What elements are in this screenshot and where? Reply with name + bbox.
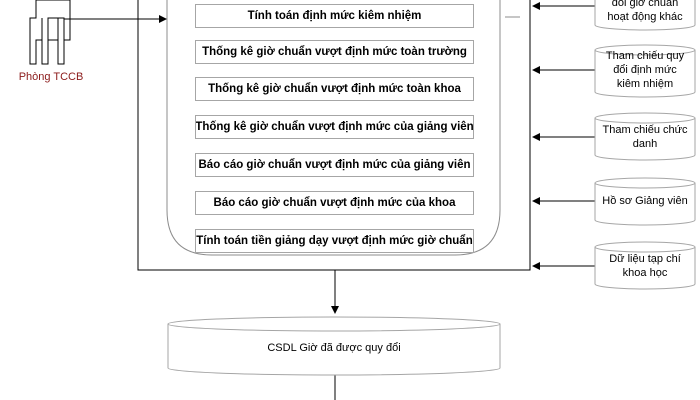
data-source-label-3: Tham chiếu chức danh: [597, 122, 693, 152]
output-db-cylinder: [167, 316, 501, 376]
data-source-3-line1: Tham chiếu chức: [602, 124, 688, 136]
function-box-5[interactable]: Báo cáo giờ chuẩn vượt định mức của giản…: [195, 153, 474, 177]
function-box-2[interactable]: Thống kê giờ chuẩn vượt định mức toàn tr…: [195, 40, 474, 64]
data-source-cylinder-1: [594, 0, 696, 31]
data-source-1-line2: hoạt động khác: [607, 11, 683, 23]
data-source-5-line2: khoa học: [622, 267, 668, 279]
system-boundary: [137, 0, 531, 271]
data-source-cylinder-4: [594, 177, 696, 226]
data-source-cylinder-3: [594, 112, 696, 161]
actor-label: Phòng TCCB: [18, 71, 84, 83]
function-box-1[interactable]: Tính toán định mức kiêm nhiệm: [195, 4, 474, 28]
data-source-label-4: Hồ sơ Giảng viên: [597, 190, 693, 212]
data-source-label-2: Tham chiếu quy đổi định mức kiêm nhiệm: [597, 48, 693, 92]
function-box-6[interactable]: Báo cáo giờ chuẩn vượt định mức của khoa: [195, 191, 474, 215]
data-source-cylinder-2: [594, 44, 696, 98]
data-source-2-line3: kiêm nhiệm: [616, 78, 674, 90]
data-source-label-1: đổi giờ chuẩn hoạt động khác: [597, 0, 693, 24]
data-source-label-5: Dữ liệu tạp chí khoa học: [597, 251, 693, 281]
data-source-5-line1: Dữ liệu tạp chí: [609, 253, 681, 265]
function-box-3[interactable]: Thống kê giờ chuẩn vượt định mức toàn kh…: [195, 77, 474, 101]
data-source-2-line2: đổi định mức: [613, 64, 677, 76]
output-db-label: CSDL Giờ đã được quy đổi: [267, 342, 401, 354]
person-icon: [29, 0, 71, 65]
data-source-3-line2: danh: [632, 138, 658, 150]
function-box-4[interactable]: Thống kê giờ chuẩn vượt định mức của giả…: [195, 115, 474, 139]
data-source-4-line1: Hồ sơ Giảng viên: [602, 195, 688, 207]
data-source-1-line1: đổi giờ chuẩn: [611, 0, 679, 9]
data-source-2-line1: Tham chiếu quy: [605, 50, 685, 62]
function-box-7[interactable]: Tính toán tiền giảng dạy vượt định mức g…: [195, 229, 474, 253]
data-source-cylinder-5: [594, 241, 696, 290]
function-group-container: [166, 0, 501, 256]
